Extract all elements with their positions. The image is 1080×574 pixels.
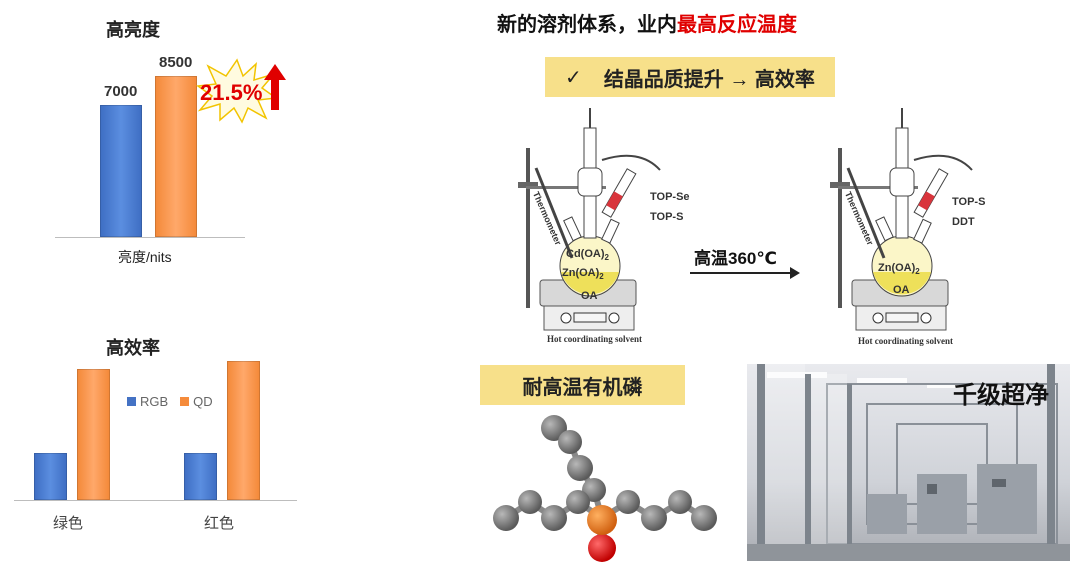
bar-qd-green — [77, 369, 110, 500]
reaction-apparatus-left — [518, 108, 661, 331]
molecule-model — [493, 415, 717, 562]
legend-swatch-rgb — [127, 397, 136, 406]
cleanroom-photo — [747, 364, 1070, 561]
brightness-x-label: 亮度/nits — [118, 249, 172, 265]
apparatus-caption-left: Hot coordinating solvent — [547, 334, 643, 344]
legend-label-rgb: RGB — [140, 394, 169, 409]
phosphine-text: 耐高温有机磷 — [522, 376, 643, 399]
zn-oa-text: Zn(OA) — [562, 267, 600, 279]
check-icon: ✓ — [565, 66, 582, 89]
efficiency-chart-title: 高效率 — [106, 338, 160, 358]
increase-percent: 21.5% — [200, 80, 263, 105]
bar-qd-red — [227, 361, 260, 500]
reaction-arrow-label: 高温360℃ — [694, 249, 777, 268]
reagent-label-top-se: TOP-Se — [650, 191, 690, 203]
bar-rgb-green — [34, 452, 67, 500]
flask-label-zn: Zn(OA)2 — [562, 267, 604, 281]
main-title-highlight: 最高反应温度 — [677, 14, 797, 36]
crystal-quality-text: 结晶品质提升 → 高效率 — [603, 68, 815, 91]
zn-oa-text-right: Zn(OA) — [878, 262, 916, 274]
right-arrow-icon — [690, 267, 800, 279]
reagent-label-top-s: TOP-S — [650, 211, 684, 223]
starburst-icon — [196, 58, 278, 124]
flask-label-oa-right: OA — [893, 284, 910, 296]
zn-oa-sub-right: 2 — [915, 267, 920, 277]
reaction-apparatus-right — [830, 108, 973, 331]
bar-rgb-brightness — [100, 104, 142, 237]
flask-label-cd: Cd(OA)2 — [566, 248, 609, 262]
main-title: 新的溶剂体系，业内最高反应温度 — [497, 8, 797, 37]
cleanroom-label: 千级超净 — [953, 382, 1049, 409]
x-axis-line — [55, 237, 245, 238]
efficiency-legend: RGB QD — [127, 394, 213, 409]
flask-label-oa: OA — [581, 290, 598, 302]
reagent-label-ddt: DDT — [952, 216, 975, 228]
legend-swatch-qd — [180, 397, 190, 406]
legend-label-qd: QD — [193, 394, 213, 409]
bar-qd-brightness — [155, 76, 197, 237]
crystal-quality-box: ✓ 结晶品质提升 → 高效率 — [545, 57, 835, 97]
bar-label-qd: 8500 — [159, 54, 193, 72]
brightness-chart: 7000 8500 — [55, 40, 245, 245]
phosphine-box: 耐高温有机磷 — [480, 365, 685, 405]
efficiency-chart — [14, 340, 297, 502]
zn-oa-sub: 2 — [599, 272, 604, 282]
cd-oa-text: Cd(OA) — [566, 248, 605, 260]
brightness-chart-title: 高亮度 — [106, 20, 160, 40]
bar-rgb-red — [184, 452, 217, 500]
main-title-prefix: 新的溶剂体系，业内 — [497, 14, 677, 36]
reagent-label-top-s-right: TOP-S — [952, 196, 986, 208]
flask-label-zn-right: Zn(OA)2 — [878, 262, 920, 276]
apparatus-caption-right: Hot coordinating solvent — [858, 336, 954, 346]
bar-label-rgb: 7000 — [104, 82, 138, 100]
category-label-green: 绿色 — [53, 515, 84, 532]
x-axis-line — [14, 500, 297, 501]
cd-oa-sub: 2 — [604, 253, 609, 263]
up-arrow-icon — [264, 64, 286, 110]
category-label-red: 红色 — [204, 515, 235, 532]
